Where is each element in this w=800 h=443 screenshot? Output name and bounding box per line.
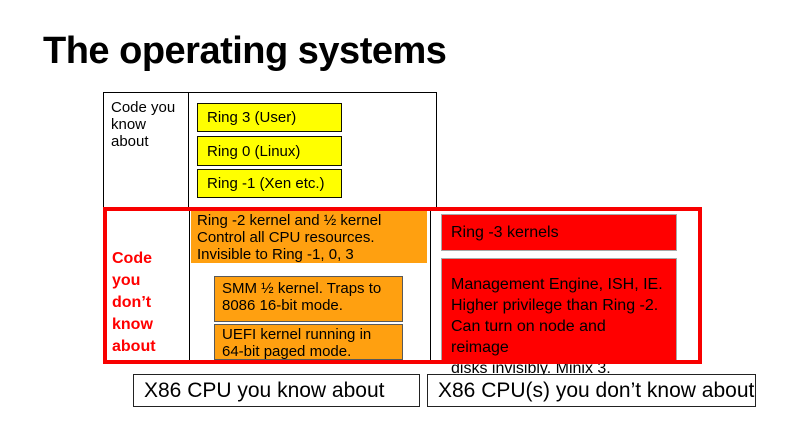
cpu-known-box: X86 CPU you know about bbox=[133, 374, 420, 407]
ring-3-user-label: Ring 3 (User) bbox=[207, 109, 297, 126]
ring-neg3-kernels-label: Ring -3 kernels bbox=[451, 223, 559, 241]
management-engine-box: Management Engine, ISH, IE. Higher privi… bbox=[441, 258, 677, 377]
ring-0-linux-label: Ring 0 (Linux) bbox=[207, 142, 301, 160]
ring-neg3-kernels-box: Ring -3 kernels bbox=[441, 214, 677, 251]
ring-3-user-box: Ring 3 (User) bbox=[197, 103, 342, 132]
smm-kernel-box: SMM ½ kernel. Traps to 8086 16-bit mode. bbox=[214, 276, 403, 322]
ring-neg2-kernel-box: Ring -2 kernel and ½ kernel Control all … bbox=[191, 210, 427, 263]
ring-neg1-xen-label: Ring -1 (Xen etc.) bbox=[207, 175, 325, 192]
uefi-kernel-box: UEFI kernel running in 64-bit paged mode… bbox=[214, 324, 403, 360]
slide-title: The operating systems bbox=[43, 30, 447, 72]
known-code-label: Code you know about bbox=[111, 99, 176, 150]
ring-0-linux-box: Ring 0 (Linux) bbox=[197, 136, 342, 166]
known-code-divider bbox=[188, 92, 189, 209]
unknown-code-label: Code you don’t know about bbox=[112, 250, 156, 355]
unknown-code-outline bbox=[103, 207, 702, 364]
cpu-unknown-box: X86 CPU(s) you don’t know about bbox=[427, 374, 756, 407]
cpu-known-label: X86 CPU you know about bbox=[144, 378, 385, 402]
cpu-unknown-label: X86 CPU(s) you don’t know about bbox=[438, 378, 755, 402]
ring-neg1-xen-box: Ring -1 (Xen etc.) bbox=[197, 169, 342, 198]
